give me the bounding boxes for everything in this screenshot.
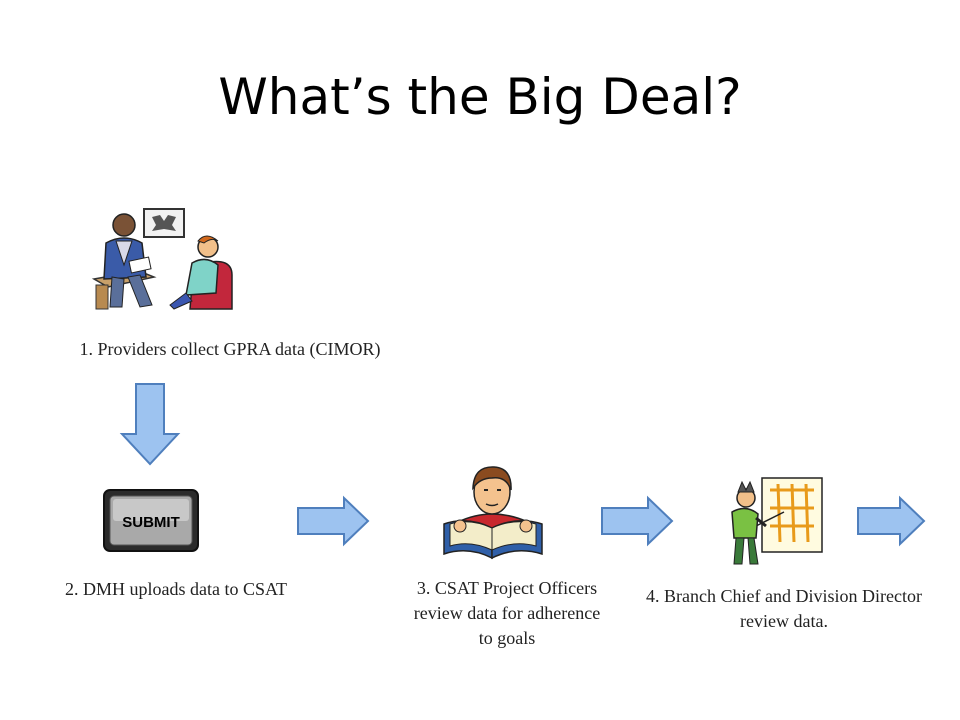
slide-title: What’s the Big Deal?	[218, 68, 742, 126]
submit-button-icon: SUBMIT	[103, 489, 199, 552]
reading-person-icon	[443, 466, 543, 560]
down-arrow-icon	[119, 383, 181, 466]
right-arrow-icon	[601, 495, 674, 547]
step4-label: 4. Branch Chief and Division Director re…	[646, 586, 922, 631]
right-arrow-icon	[297, 495, 370, 547]
step2-label: 2. DMH uploads data to CSAT	[65, 579, 287, 599]
right-arrow-icon	[857, 495, 926, 547]
step3-label: 3. CSAT Project Officers review data for…	[413, 578, 601, 648]
step1-label: 1. Providers collect GPRA data (CIMOR)	[79, 339, 381, 359]
submit-button-text: SUBMIT	[122, 514, 180, 531]
presenter-chart-icon	[731, 477, 823, 565]
counseling-session-icon	[91, 208, 233, 310]
